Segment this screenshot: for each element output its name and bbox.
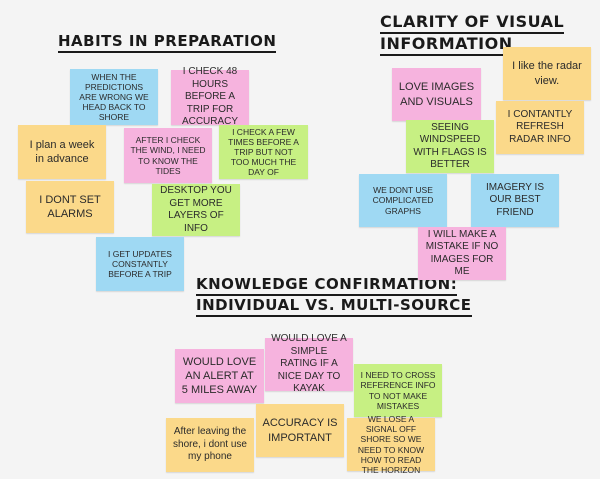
heading-clarity-of-visual-information: CLARITY OF VISUAL INFORMATION (380, 12, 565, 56)
heading-knowledge-confirmation: KNOWLEDGE CONFIRMATION: INDIVIDUAL VS. M… (196, 275, 472, 317)
sticky-note-text: WOULD LOVE AN ALERT AT 5 MILES AWAY (181, 355, 258, 397)
sticky-note-text: I CHECK A FEW TIMES BEFORE A TRIP BUT NO… (228, 126, 299, 178)
sticky-note-text: I WILL MAKE A MISTAKE IF NO IMAGES FOR M… (425, 228, 499, 278)
sticky-note-text: I DONT SET ALARMS (39, 193, 101, 220)
heading-clarity-line2: INFORMATION (380, 34, 513, 56)
sticky-note-text: I like the radar view. (512, 60, 582, 87)
sticky-note-refresh-radar[interactable]: I CONTANTLY REFRESH RADAR INFO (496, 101, 584, 154)
sticky-note-text: WE LOSE A SIGNAL OFF SHORE SO WE NEED TO… (357, 413, 425, 475)
sticky-note-text: IMAGERY IS OUR BEST FRIEND (486, 181, 544, 218)
sticky-note-plan-week[interactable]: I plan a week in advance (18, 125, 106, 179)
sticky-note-no-alarms[interactable]: I DONT SET ALARMS (26, 181, 114, 233)
sticky-note-text: I plan a week in advance (29, 138, 95, 165)
sticky-note-predictions-wrong[interactable]: WHEN THE PREDICTIONS ARE WRONG WE HEAD B… (70, 69, 158, 125)
sticky-note-text: I CONTANTLY REFRESH RADAR INFO (507, 108, 573, 145)
sticky-note-accuracy-important[interactable]: ACCURACY IS IMPORTANT (256, 404, 344, 457)
sticky-note-check-48-hours[interactable]: I CHECK 48 HOURS BEFORE A TRIP FOR ACCUR… (171, 66, 249, 127)
sticky-note-love-images[interactable]: LOVE IMAGES AND VISUALS (392, 68, 481, 121)
sticky-note-imagery-best-friend[interactable]: IMAGERY IS OUR BEST FRIEND (471, 174, 559, 227)
sticky-note-desktop-layers[interactable]: DESKTOP YOU GET MORE LAYERS OF INFO (152, 184, 240, 236)
sticky-note-simple-rating[interactable]: WOULD LOVE A SIMPLE RATING IF A NICE DAY… (265, 333, 353, 394)
sticky-note-leaving-shore[interactable]: After leaving the shore, i dont use my p… (166, 418, 254, 472)
sticky-note-text: I GET UPDATES CONSTANTLY BEFORE A TRIP (108, 248, 172, 280)
sticky-note-mistake-no-images[interactable]: I WILL MAKE A MISTAKE IF NO IMAGES FOR M… (418, 227, 506, 280)
sticky-note-text: ACCURACY IS IMPORTANT (262, 417, 338, 444)
sticky-note-cross-reference[interactable]: I NEED TO CROSS REFERENCE INFO TO NOT MA… (354, 364, 442, 417)
heading-habits-in-preparation: HABITS IN PREPARATION (58, 32, 277, 53)
heading-clarity-line1: CLARITY OF VISUAL (380, 12, 565, 34)
sticky-note-text: SEEING WINDSPEED WITH FLAGS IS BETTER (413, 121, 487, 171)
sticky-note-check-few-times[interactable]: I CHECK A FEW TIMES BEFORE A TRIP BUT NO… (219, 125, 308, 179)
sticky-note-check-wind-tides[interactable]: AFTER I CHECK THE WIND, I NEED TO KNOW T… (124, 128, 212, 183)
sticky-note-text: DESKTOP YOU GET MORE LAYERS OF INFO (160, 185, 232, 234)
sticky-note-radar-view[interactable]: I like the radar view. (503, 47, 591, 100)
sticky-note-text: WE DONT USE COMPLICATED GRAPHS (372, 185, 434, 216)
sticky-note-text: AFTER I CHECK THE WIND, I NEED TO KNOW T… (130, 135, 206, 176)
sticky-note-text: LOVE IMAGES AND VISUALS (398, 81, 475, 108)
sticky-note-alert-5-miles[interactable]: WOULD LOVE AN ALERT AT 5 MILES AWAY (175, 349, 264, 403)
sticky-note-signal-off-shore[interactable]: WE LOSE A SIGNAL OFF SHORE SO WE NEED TO… (347, 414, 435, 475)
sticky-note-text: WHEN THE PREDICTIONS ARE WRONG WE HEAD B… (79, 71, 149, 123)
sticky-note-windspeed-flags[interactable]: SEEING WINDSPEED WITH FLAGS IS BETTER (406, 120, 494, 173)
sticky-note-text: I NEED TO CROSS REFERENCE INFO TO NOT MA… (360, 370, 436, 411)
heading-knowledge-line1: KNOWLEDGE CONFIRMATION: (196, 275, 458, 296)
sticky-note-updates-constantly[interactable]: I GET UPDATES CONSTANTLY BEFORE A TRIP (96, 237, 184, 291)
sticky-note-text: I CHECK 48 HOURS BEFORE A TRIP FOR ACCUR… (181, 66, 239, 128)
sticky-note-text: WOULD LOVE A SIMPLE RATING IF A NICE DAY… (271, 333, 347, 395)
sticky-note-no-complicated-graphs[interactable]: WE DONT USE COMPLICATED GRAPHS (359, 174, 447, 227)
heading-knowledge-line2: INDIVIDUAL VS. MULTI-SOURCE (196, 296, 472, 317)
heading-habits-text: HABITS IN PREPARATION (58, 32, 277, 53)
sticky-note-text: After leaving the shore, i dont use my p… (173, 426, 247, 463)
